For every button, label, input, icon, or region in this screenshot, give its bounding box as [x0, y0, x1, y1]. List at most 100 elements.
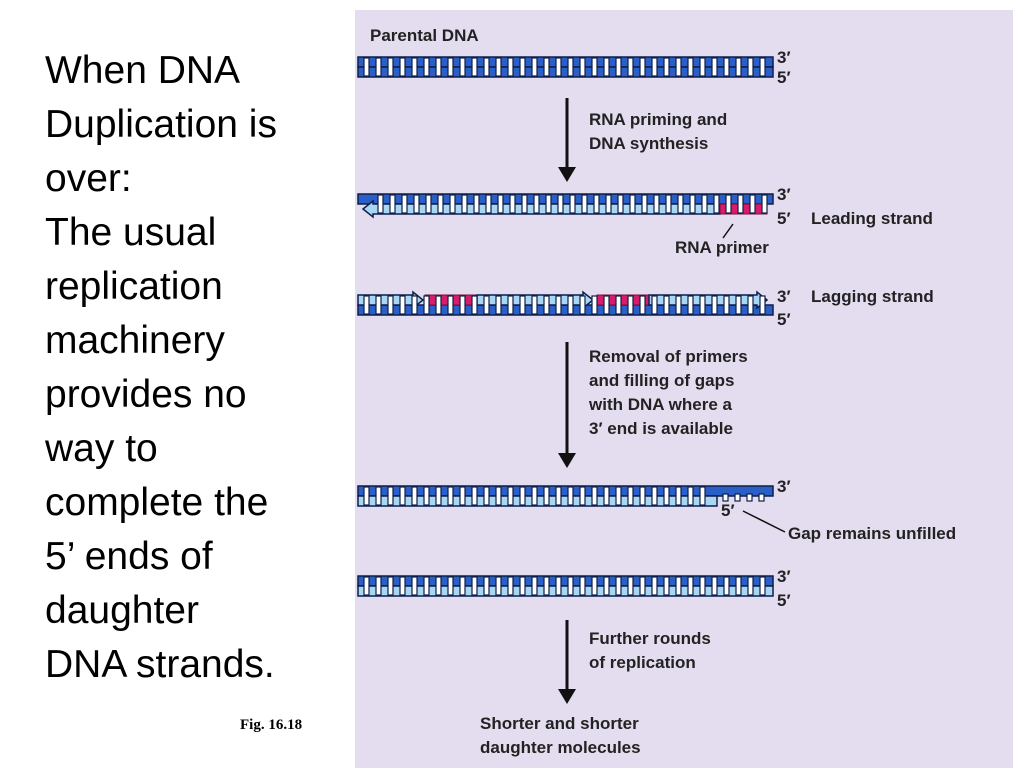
base-pair — [579, 57, 586, 77]
base-pair — [363, 486, 370, 506]
base-pair — [759, 57, 766, 77]
gapped-duplex — [357, 485, 774, 507]
base-pair — [581, 194, 588, 214]
row5-5prime-label: 5′ — [777, 591, 791, 610]
body-line: way to — [45, 427, 158, 470]
base-pair — [423, 576, 430, 596]
row2-3prime-label: 3′ — [777, 185, 791, 204]
base-pair — [485, 194, 492, 214]
base-pair — [507, 295, 514, 315]
rna-primer-label: RNA primer — [675, 238, 769, 257]
base-pair — [399, 57, 406, 77]
gap-pointer — [742, 510, 786, 533]
bottom-strand — [357, 585, 774, 597]
base-pair — [711, 57, 718, 77]
row3-5prime-label: 5′ — [777, 310, 791, 329]
base-pair — [435, 295, 442, 315]
base-pair — [699, 295, 706, 315]
base-pair — [615, 57, 622, 77]
base-pair — [675, 57, 682, 77]
base-pair — [377, 194, 384, 214]
base-pair — [579, 295, 586, 315]
base-pair — [399, 576, 406, 596]
base-pair — [735, 576, 742, 596]
base-pair — [483, 576, 490, 596]
step3-line2: of replication — [589, 653, 696, 672]
base-pair — [399, 486, 406, 506]
step1-line2: DNA synthesis — [589, 134, 708, 153]
base-pair — [675, 295, 682, 315]
base-pair — [615, 576, 622, 596]
base-pair — [687, 486, 694, 506]
base-pair — [483, 295, 490, 315]
base-pair — [759, 576, 766, 596]
base-pair — [735, 57, 742, 77]
base-pair — [555, 576, 562, 596]
base-pair — [411, 57, 418, 77]
base-pair — [617, 194, 624, 214]
base-pair — [533, 194, 540, 214]
base-pair — [363, 57, 370, 77]
row1-3prime-label: 3′ — [777, 48, 791, 67]
base-pair — [675, 486, 682, 506]
base-pair — [723, 576, 730, 596]
base-pair — [411, 576, 418, 596]
top-strand — [357, 575, 774, 587]
rna-primer-pointer — [722, 223, 734, 239]
base-pair — [699, 576, 706, 596]
base-pair — [579, 486, 586, 506]
base-pair — [725, 194, 732, 214]
base-pair — [759, 295, 766, 315]
base-pair — [699, 57, 706, 77]
base-pair — [471, 57, 478, 77]
base-pair — [677, 194, 684, 214]
base-pair — [507, 576, 514, 596]
step1-line1: RNA priming and — [589, 110, 727, 129]
base-pair — [423, 486, 430, 506]
base-pair — [543, 57, 550, 77]
base-pair — [423, 295, 430, 315]
base-pair — [557, 194, 564, 214]
base-pair — [459, 57, 466, 77]
base-pair — [543, 576, 550, 596]
unpaired-base — [758, 493, 765, 502]
base-pair — [591, 57, 598, 77]
base-pair — [435, 57, 442, 77]
base-pair — [411, 295, 418, 315]
row5-3prime-label: 3′ — [777, 567, 791, 586]
step2-line3: with DNA where a — [588, 395, 732, 414]
base-pair — [627, 576, 634, 596]
base-pair — [663, 486, 670, 506]
row4-3prime-label: 3′ — [777, 477, 791, 496]
base-pair — [531, 57, 538, 77]
shortened-duplex — [357, 575, 774, 597]
base-pair — [387, 57, 394, 77]
base-pair — [447, 295, 454, 315]
base-pair — [483, 486, 490, 506]
base-pair — [555, 295, 562, 315]
top-strand — [357, 56, 774, 68]
base-pair — [411, 486, 418, 506]
base-pair — [435, 576, 442, 596]
base-pair — [579, 576, 586, 596]
base-pair — [591, 486, 598, 506]
base-pair — [497, 194, 504, 214]
result-line1: Shorter and shorter — [480, 714, 639, 733]
base-pair — [375, 57, 382, 77]
base-pair — [689, 194, 696, 214]
leading-strand-duplex — [357, 193, 774, 219]
base-pair — [735, 295, 742, 315]
base-pair — [471, 486, 478, 506]
base-pair — [675, 576, 682, 596]
base-pair — [627, 295, 634, 315]
parental-strand — [357, 485, 774, 497]
lagging-strand-duplex — [357, 290, 774, 316]
parental-dna-duplex — [357, 56, 774, 78]
parental-dna-title: Parental DNA — [370, 26, 479, 45]
base-pair — [603, 486, 610, 506]
gap-label: Gap remains unfilled — [788, 524, 956, 543]
base-pair — [603, 576, 610, 596]
base-pair — [387, 486, 394, 506]
base-pair — [531, 486, 538, 506]
base-pair — [413, 194, 420, 214]
